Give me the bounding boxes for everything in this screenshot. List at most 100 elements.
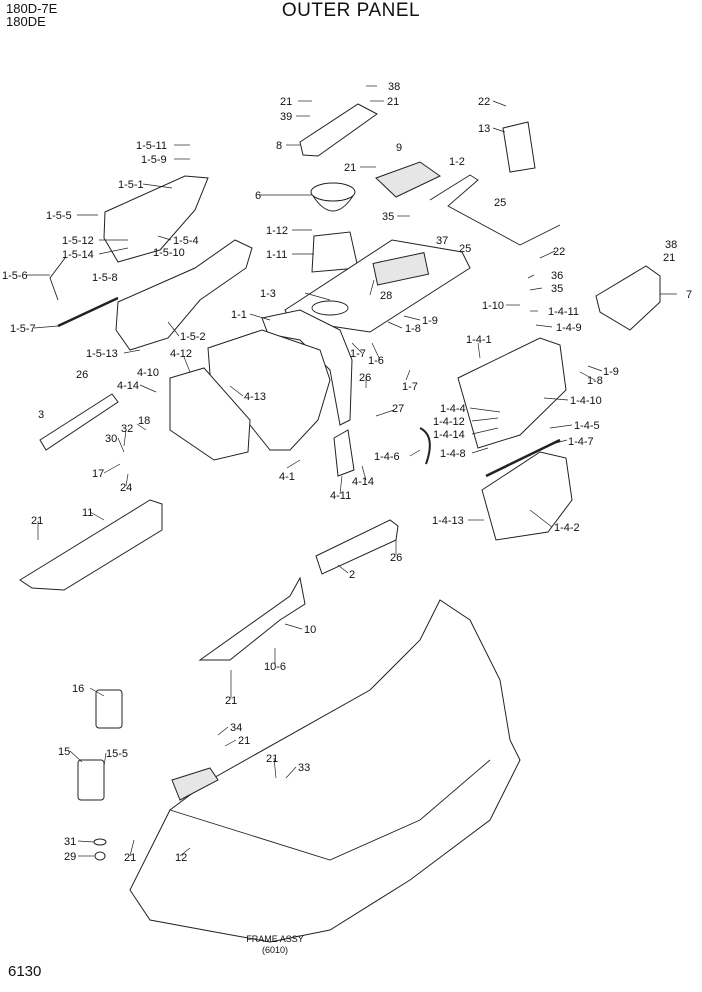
callout-1-4-2: 1-4-2 [554, 522, 580, 534]
frame-assembly-detail [169, 759, 491, 861]
part-plate-13 [502, 121, 536, 173]
callout-36: 36 [551, 270, 563, 282]
callout-1-7: 1-7 [402, 381, 418, 393]
part-bracket-1-2 [429, 174, 561, 246]
callout-4-14: 4-14 [352, 476, 374, 488]
part-cover-1-5-1 [103, 175, 209, 263]
callout-1-9: 1-9 [422, 315, 438, 327]
callout-1-4-9: 1-4-9 [556, 322, 582, 334]
callout-1-4-8: 1-4-8 [440, 448, 466, 460]
page-number: 6130 [8, 963, 42, 980]
callout-30: 30 [105, 433, 117, 445]
callout-38: 38 [388, 81, 400, 93]
callout-37: 37 [436, 235, 448, 247]
part-cap-6 [310, 182, 356, 202]
part-frame-1-1 [261, 309, 353, 426]
callout-15: 15 [58, 746, 70, 758]
callout-1-5-9: 1-5-9 [141, 154, 167, 166]
callout-21: 21 [280, 96, 292, 108]
part-cover-7 [595, 265, 661, 331]
callout-21: 21 [344, 162, 356, 174]
part-nut-29 [94, 851, 106, 861]
callout-24: 24 [120, 482, 132, 494]
callout-1-11: 1-11 [266, 249, 287, 261]
callout-21: 21 [225, 695, 237, 707]
callout-1-5-2: 1-5-2 [180, 331, 206, 343]
callout-9: 9 [396, 142, 402, 154]
callout-1-7: 1-7 [350, 348, 366, 360]
callout-1-5-6: 1-5-6 [2, 270, 28, 282]
part-cap-6-body [312, 195, 354, 212]
callout-1-1: 1-1 [231, 309, 247, 321]
callout-1-5-4: 1-5-4 [173, 235, 199, 247]
callout-1-4-1: 1-4-1 [466, 334, 492, 346]
callout-21: 21 [387, 96, 399, 108]
callout-1-4-14: 1-4-14 [433, 429, 465, 441]
callout-34: 34 [230, 722, 242, 734]
part-rod-1-4-6 [419, 427, 431, 465]
callout-25: 25 [494, 197, 506, 209]
callout-28: 28 [380, 290, 392, 302]
callout-1-2: 1-2 [449, 156, 465, 168]
callout-21: 21 [663, 252, 675, 264]
part-grille-9 [375, 161, 441, 198]
callout-1-4-7: 1-4-7 [568, 436, 594, 448]
callout-35: 35 [551, 283, 563, 295]
part-cover-1-4-2 [481, 451, 573, 541]
callout-labels: 38 21 21 39 8 22 13 1-5-11 1-5-9 21 9 1-… [2, 81, 692, 864]
callout-4-14: 4-14 [117, 380, 139, 392]
callout-35: 35 [382, 211, 394, 223]
leader-lines [26, 85, 677, 857]
callout-1-5-7: 1-5-7 [10, 323, 36, 335]
callout-1-4-6: 1-4-6 [374, 451, 400, 463]
callout-21: 21 [124, 852, 136, 864]
callout-4-13: 4-13 [244, 391, 266, 403]
callout-18: 18 [138, 415, 150, 427]
part-screen-28 [372, 252, 430, 286]
part-bracket-3 [39, 393, 119, 451]
callout-16: 16 [72, 683, 84, 695]
callout-1-12: 1-12 [266, 225, 288, 237]
part-cover-1-5-2 [115, 239, 253, 351]
callout-22: 22 [553, 246, 565, 258]
callout-1-4-11: 1-4-11 [548, 306, 579, 318]
part-box-16 [95, 689, 123, 729]
callout-31: 31 [64, 836, 76, 848]
callout-25: 25 [459, 243, 471, 255]
callout-3: 3 [38, 409, 44, 421]
callout-17: 17 [92, 468, 104, 480]
callout-1-5-8: 1-5-8 [92, 272, 118, 284]
page-title: OUTER PANEL [281, 0, 421, 21]
callout-1-5-5: 1-5-5 [46, 210, 72, 222]
callout-4-12: 4-12 [170, 348, 192, 360]
callout-1-6: 1-6 [368, 355, 384, 367]
callout-1-4-12: 1-4-12 [433, 416, 465, 428]
callout-1-5-11: 1-5-11 [136, 140, 167, 152]
callout-39: 39 [280, 111, 292, 123]
callout-7: 7 [686, 289, 692, 301]
callout-1-5-14: 1-5-14 [62, 249, 94, 261]
callout-10: 10 [304, 624, 316, 636]
part-box-15 [77, 759, 105, 801]
model-code-primary: 180D-7E [6, 1, 58, 16]
callout-1-4-10: 1-4-10 [570, 395, 602, 407]
part-panel-4-11 [333, 429, 355, 477]
frame-assy-number: (6010) [261, 945, 288, 955]
callout-4-10: 4-10 [137, 367, 159, 379]
callout-1-5-1: 1-5-1 [118, 179, 144, 191]
callout-38: 38 [665, 239, 677, 251]
callout-1-9: 1-9 [603, 366, 619, 378]
callout-27: 27 [392, 403, 404, 415]
part-drawings [19, 103, 661, 943]
callout-1-4-4: 1-4-4 [440, 403, 466, 415]
callout-13: 13 [478, 123, 490, 135]
callout-1-5-13: 1-5-13 [86, 348, 118, 360]
callout-1-4-5: 1-4-5 [574, 420, 600, 432]
callout-26: 26 [390, 552, 402, 564]
part-hole-1-3 [311, 300, 349, 316]
callout-1-10: 1-10 [482, 300, 504, 312]
frame-assy-reference: FRAME ASSY (6010) [230, 934, 320, 956]
part-bracket-2 [315, 519, 399, 575]
callout-8: 8 [276, 140, 282, 152]
